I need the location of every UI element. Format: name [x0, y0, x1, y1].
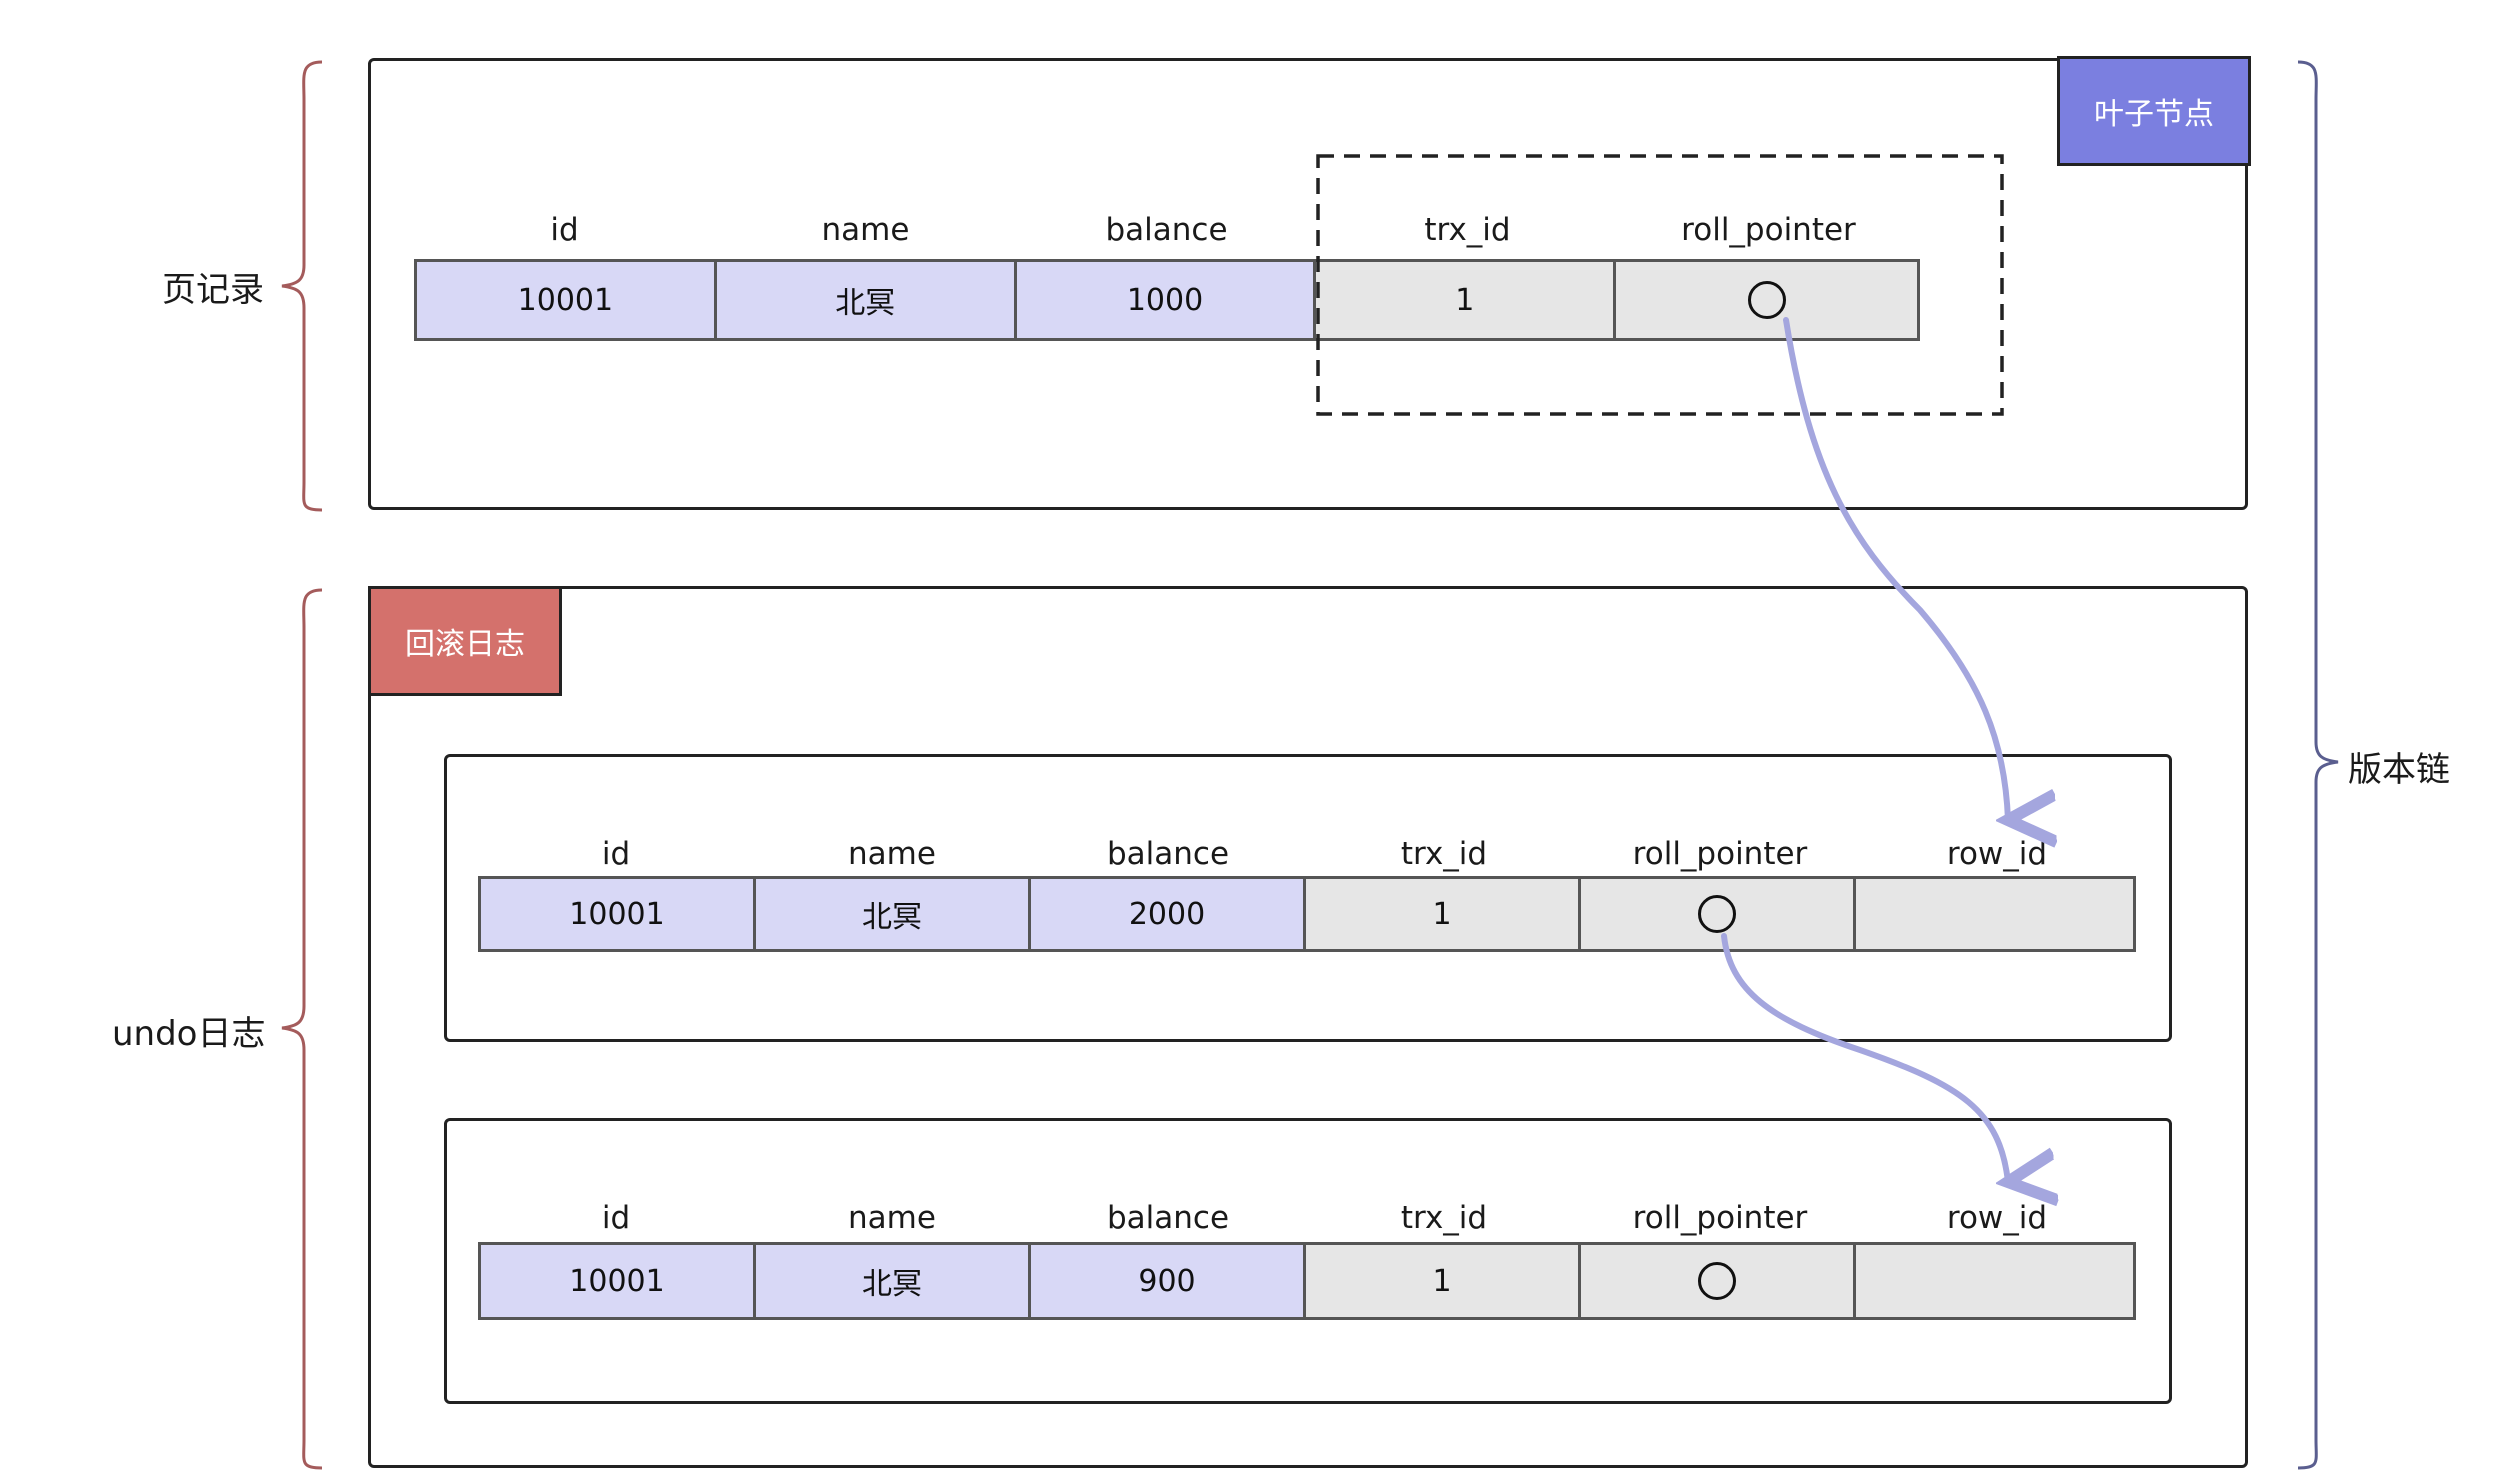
page-record-row: 10001 北冥 1000 1: [414, 259, 1920, 341]
cell-roll-pointer: [1616, 262, 1917, 338]
header-roll-pointer: roll_pointer: [1632, 1200, 1808, 1236]
header-trx-id: trx_id: [1400, 1200, 1488, 1236]
cell-roll-pointer: [1581, 1245, 1856, 1317]
header-id: id: [601, 1200, 631, 1236]
cell-trx-id: 1: [1316, 262, 1617, 338]
header-roll-pointer: roll_pointer: [1632, 836, 1808, 872]
header-id: id: [601, 836, 631, 872]
header-balance: balance: [1106, 1200, 1230, 1236]
cell-name: 北冥: [756, 1245, 1031, 1317]
cell-trx-id: 1: [1306, 879, 1581, 949]
rollback-log-tag-label: 回滚日志: [405, 627, 525, 662]
undo-log-label: undo日志: [112, 1014, 266, 1054]
header-roll-pointer: roll_pointer: [1681, 212, 1856, 248]
undo-record-table-1: id name balance trx_id roll_pointer row_…: [478, 836, 2136, 952]
undo-1-row: 10001 北冥 2000 1: [478, 876, 2136, 952]
header-balance: balance: [1105, 212, 1228, 248]
hidden-columns-highlight: [1316, 154, 2004, 416]
page-record-label: 页记录: [162, 270, 264, 310]
header-name: name: [821, 212, 910, 248]
version-chain-brace: [2297, 60, 2339, 1470]
page-record-header-row: id name balance trx_id roll_pointer: [414, 212, 1919, 248]
cell-name: 北冥: [756, 879, 1031, 949]
cell-balance: 900: [1031, 1245, 1306, 1317]
undo-2-row: 10001 北冥 900 1: [478, 1242, 2136, 1320]
cell-row-id: [1856, 1245, 2133, 1317]
undo-record-table-2: id name balance trx_id roll_pointer row_…: [478, 1200, 2136, 1320]
cell-trx-id: 1: [1306, 1245, 1581, 1317]
version-chain-arrow-2: [1721, 933, 2008, 1182]
roll-pointer-circle: [1698, 1262, 1736, 1300]
cell-id: 10001: [417, 262, 717, 338]
leaf-node-tag: 叶子节点: [2057, 56, 2251, 166]
cell-balance: 2000: [1031, 879, 1306, 949]
rollback-log-tag: 回滚日志: [368, 586, 562, 696]
roll-pointer-circle: [1698, 895, 1736, 933]
cell-id: 10001: [481, 1245, 756, 1317]
cell-id: 10001: [481, 879, 756, 949]
header-name: name: [848, 836, 936, 872]
header-trx-id: trx_id: [1400, 836, 1488, 872]
cell-row-id: [1856, 879, 2133, 949]
roll-pointer-circle: [1747, 281, 1786, 319]
header-balance: balance: [1106, 836, 1230, 872]
leaf-node-tag-label: 叶子节点: [2094, 97, 2214, 132]
header-id: id: [550, 212, 579, 248]
version-chain-label: 版本链: [2348, 750, 2450, 790]
page-record-table: id name balance trx_id roll_pointer 1000…: [414, 212, 1920, 342]
header-trx-id: trx_id: [1424, 212, 1511, 248]
undo-log-brace: [281, 588, 323, 1470]
cell-roll-pointer: [1581, 879, 1856, 949]
header-name: name: [848, 1200, 936, 1236]
page-record-brace: [281, 60, 323, 512]
cell-balance: 1000: [1016, 262, 1317, 338]
cell-name: 北冥: [716, 262, 1017, 338]
undo-2-header-row: id name balance trx_id roll_pointer row_…: [478, 1200, 2136, 1236]
version-chain-arrow-1: [1783, 317, 2008, 820]
